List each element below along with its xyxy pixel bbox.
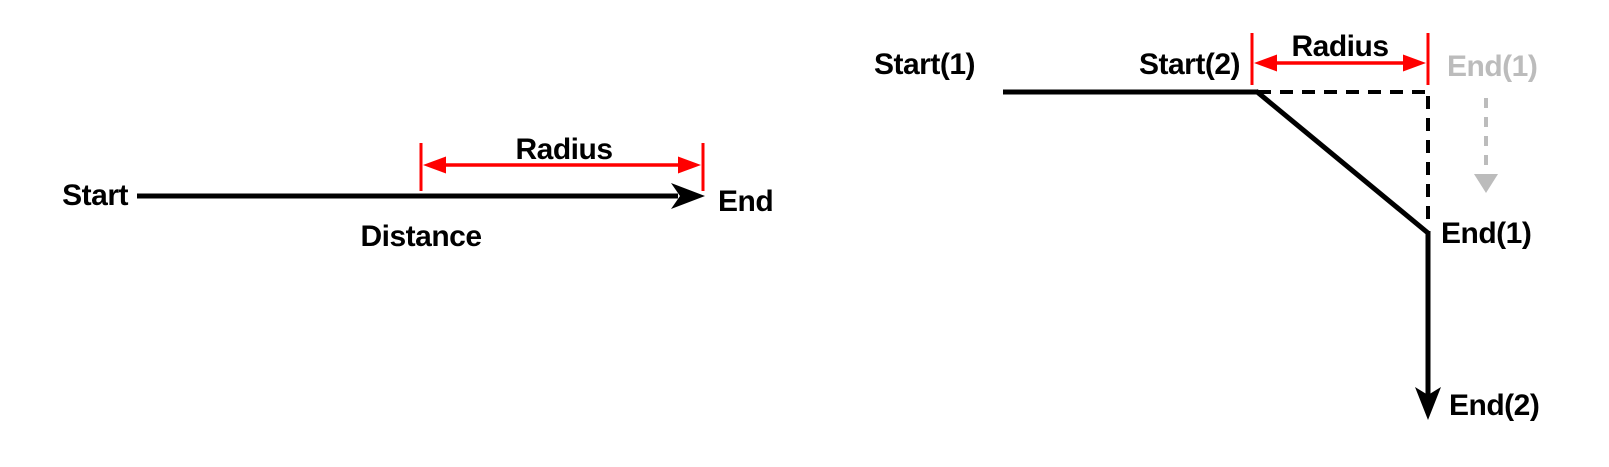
distance-label: Distance [360, 220, 481, 253]
distance-diagram: Start End Distance Radius [62, 133, 774, 253]
radius-left-arrowhead-icon [1254, 54, 1277, 72]
start1-label: Start(1) [874, 48, 975, 81]
end1-faded-label: End(1) [1447, 50, 1537, 83]
end1-label: End(1) [1441, 217, 1531, 250]
radius-label: Radius [1291, 30, 1388, 63]
smoothed-diagonal-line [1254, 89, 1430, 235]
radius-right-arrowhead-icon [678, 156, 701, 174]
end-label: End [718, 185, 773, 218]
start-label: Start [62, 179, 128, 212]
radius-turn-diagram: Start(1) Start(2) Radius End(1) End(1) E… [874, 30, 1540, 422]
end-arrowhead-icon [671, 183, 705, 209]
ghost-arrowhead-icon [1474, 174, 1498, 193]
start2-label: Start(2) [1139, 48, 1240, 81]
radius-left-arrowhead-icon [423, 156, 446, 174]
radius-right-arrowhead-icon [1403, 54, 1426, 72]
radius-label: Radius [515, 133, 612, 166]
end2-label: End(2) [1449, 389, 1539, 422]
end2-arrowhead-icon [1415, 387, 1441, 420]
